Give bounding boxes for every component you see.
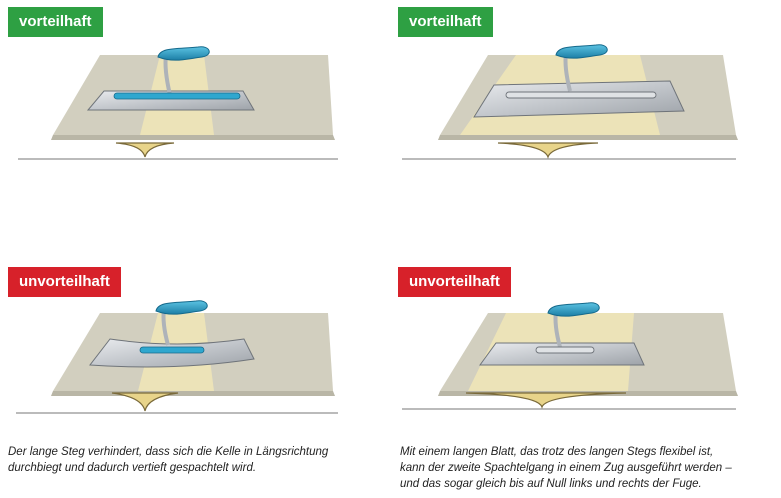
advantage-badge: vorteilhaft bbox=[398, 7, 493, 37]
plasterboard-front-edge bbox=[51, 391, 335, 396]
panel-top-right: vorteilhaft bbox=[398, 7, 738, 177]
trowel-illustration bbox=[18, 46, 338, 160]
panel-top-left: vorteilhaft bbox=[8, 7, 348, 177]
trowel-blade bbox=[479, 342, 645, 366]
trowel-illustration bbox=[402, 44, 738, 160]
caption-line: Mit einem langen Blatt, das trotz des la… bbox=[400, 446, 714, 458]
joint-profile bbox=[115, 142, 175, 158]
trowel-short-bridge bbox=[535, 346, 595, 354]
advantage-badge: vorteilhaft bbox=[8, 7, 103, 37]
joint-profile bbox=[497, 142, 599, 159]
plasterboard-front-edge bbox=[438, 135, 738, 140]
plasterboard-front-edge bbox=[51, 135, 335, 140]
caption-line: und das sogar gleich bis auf Null links … bbox=[400, 478, 702, 490]
caption-left: Der lange Steg verhindert, dass sich die… bbox=[8, 444, 328, 476]
caption-line: Der lange Steg verhindert, dass sich die… bbox=[8, 446, 329, 458]
panel-bottom-left: unvorteilhaft bbox=[8, 267, 348, 437]
trowel-handle bbox=[155, 300, 208, 315]
caption-line: kann der zweite Spachtelgang in einem Zu… bbox=[400, 462, 732, 474]
trowel-handle bbox=[157, 46, 210, 61]
trowel-handle bbox=[555, 44, 608, 59]
joint-profile bbox=[465, 392, 627, 409]
trowel-handle bbox=[547, 302, 600, 317]
caption-right: Mit einem langen Blatt, das trotz des la… bbox=[400, 444, 732, 492]
disadvantage-badge: unvorteilhaft bbox=[398, 267, 511, 297]
joint-profile bbox=[111, 392, 179, 412]
disadvantage-badge: unvorteilhaft bbox=[8, 267, 121, 297]
trowel-long-bridge bbox=[139, 346, 205, 354]
trowel-illustration bbox=[16, 300, 338, 414]
caption-line: durchbiegt und dadurch vertieft gespacht… bbox=[8, 462, 257, 474]
trowel-blade-flexible bbox=[473, 80, 685, 118]
panel-bottom-right: unvorteilhaft bbox=[398, 267, 738, 437]
trowel-long-bridge bbox=[505, 91, 657, 99]
trowel-illustration bbox=[402, 302, 738, 410]
trowel-long-bridge bbox=[113, 92, 241, 100]
